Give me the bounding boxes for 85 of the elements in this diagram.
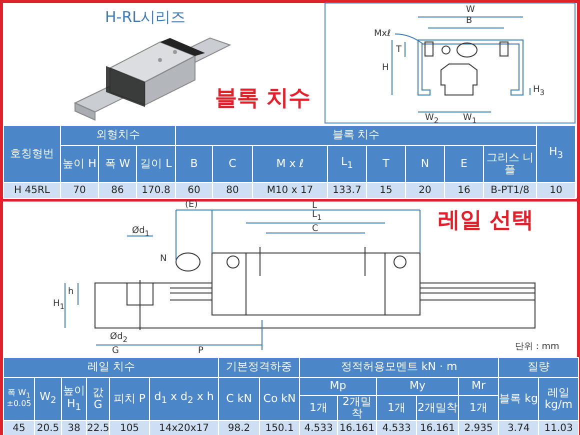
section-heading: 레일 선택 xyxy=(438,210,534,232)
value-cell: 16 xyxy=(444,182,484,198)
dimension-label: H$_{3}$ xyxy=(533,86,545,96)
dimension-label: G xyxy=(112,347,119,356)
header-cell: 피치 P xyxy=(110,378,150,421)
unit-note: 단위 : mm xyxy=(515,343,560,352)
header-cell: 질량 xyxy=(498,358,579,378)
dimension-label: L xyxy=(312,202,318,211)
value-cell: 98.2 xyxy=(218,420,260,435)
section-heading: 블록 치수 xyxy=(215,88,311,110)
header-cell: Mr xyxy=(458,378,499,396)
header-cell: M x ℓ xyxy=(252,146,328,182)
value-cell: 133.7 xyxy=(328,182,366,198)
dimension-label: Ød$_{1}$ xyxy=(132,227,150,238)
header-cell: C xyxy=(212,146,252,182)
value-cell: 80 xyxy=(212,182,252,198)
dimension-label: h xyxy=(68,288,74,297)
header-cell: 외형치수 xyxy=(60,126,176,146)
value-cell: 16.161 xyxy=(338,420,377,435)
value-cell: 4.533 xyxy=(300,420,338,435)
header-cell: 1개 xyxy=(300,396,338,421)
value-cell: 14x20x17 xyxy=(150,420,219,435)
header-cell: 블록 kg xyxy=(498,378,539,421)
header-cell: 레일 치수 xyxy=(4,358,219,378)
value-cell: H 45RL xyxy=(4,182,60,198)
header-cell: 2개밀착 xyxy=(416,396,459,421)
value-cell: 3.74 xyxy=(498,420,539,435)
dimension-label: P xyxy=(198,347,204,356)
header-cell: 정적허용모멘트 kN · m xyxy=(300,358,499,378)
dimension-label: N xyxy=(160,255,167,264)
header-cell: E xyxy=(444,146,484,182)
value-cell: 105 xyxy=(110,420,150,435)
header-cell: 높이 H$_{1}$ xyxy=(62,378,86,421)
dimension-label: B xyxy=(466,17,472,26)
header-cell: B xyxy=(176,146,212,182)
dimension-label: Ød$_{2}$ xyxy=(110,333,128,344)
header-cell: 1개 xyxy=(376,396,417,421)
header-cell: C kN xyxy=(218,378,260,421)
dimension-label: H$_{1}$ xyxy=(53,300,65,310)
value-cell: 45 xyxy=(4,420,34,435)
header-cell: T xyxy=(366,146,406,182)
header-cell: 값 G xyxy=(86,378,110,421)
header-cell: 2개밀착 xyxy=(338,396,377,421)
header-cell: 폭 W$_{1}$ ±0.05 xyxy=(4,378,34,421)
header-cell: L$_{1}$ xyxy=(328,146,366,182)
header-cell: 블록 치수 xyxy=(176,126,536,146)
value-cell: 86 xyxy=(98,182,136,198)
value-cell: 150.1 xyxy=(260,420,300,435)
value-cell: 4.533 xyxy=(376,420,417,435)
value-cell: 11.03 xyxy=(538,420,579,435)
value-cell: 2.935 xyxy=(458,420,499,435)
header-cell: 높이 H xyxy=(60,146,98,182)
value-cell: M10 x 17 xyxy=(252,182,328,198)
header-cell: 1개 xyxy=(458,396,499,421)
dimension-label: H xyxy=(382,64,389,73)
value-cell: 15 xyxy=(366,182,406,198)
dimension-label: Mxℓ xyxy=(374,30,391,39)
dimension-label: C xyxy=(312,225,318,234)
dimension-label: W xyxy=(466,6,475,15)
header-cell: N xyxy=(406,146,444,182)
series-title: H-RL시리즈 xyxy=(105,10,186,25)
header-cell: 길이 L xyxy=(136,146,176,182)
dimension-label: T xyxy=(396,46,402,55)
value-cell: 60 xyxy=(176,182,212,198)
dimension-label: W$_{1}$ xyxy=(463,114,477,124)
value-cell: B-PT1/8 xyxy=(484,182,536,198)
header-cell: Co kN xyxy=(260,378,300,421)
header-cell: Mp xyxy=(300,378,377,396)
value-cell: 170.8 xyxy=(136,182,176,198)
header-cell: 기본정격하중 xyxy=(218,358,300,378)
header-cell: H$_{3}$ xyxy=(536,126,576,182)
header-cell: 폭 W xyxy=(98,146,136,182)
dimension-label: (E) xyxy=(185,201,198,210)
header-cell: 레일 kg/m xyxy=(538,378,579,421)
dimension-label: W$_{2}$ xyxy=(425,114,439,124)
header-cell: d$_{1}$ x d$_{2}$ x h xyxy=(150,378,219,421)
value-cell: 70 xyxy=(60,182,98,198)
dimension-label: L$_{1}$ xyxy=(312,211,322,222)
header-cell: 그리스 니플 xyxy=(484,146,536,182)
header-cell: W$_{2}$ xyxy=(34,378,62,421)
value-cell: 10 xyxy=(536,182,576,198)
value-cell: 20 xyxy=(406,182,444,198)
header-cell: My xyxy=(376,378,459,396)
header-cell: 호칭형번 xyxy=(4,126,60,182)
value-cell: 16.161 xyxy=(416,420,459,435)
